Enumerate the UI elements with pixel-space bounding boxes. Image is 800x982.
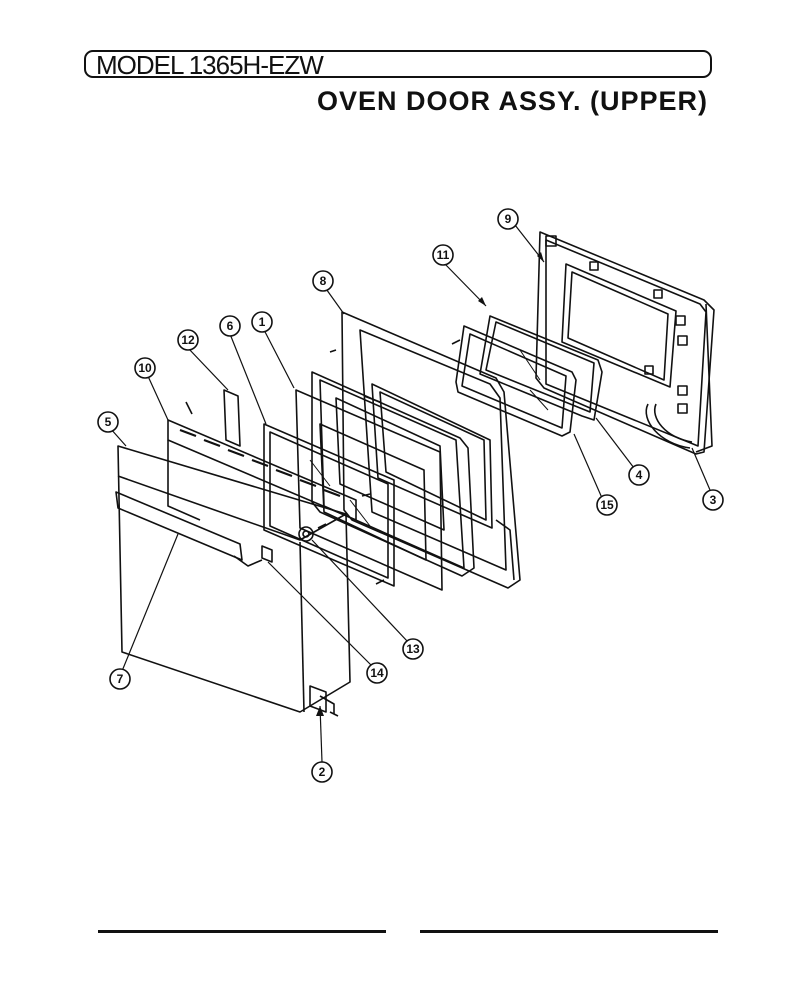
callout-7-circle	[109, 668, 131, 690]
part-hardware	[261, 339, 461, 585]
part-inner-panel	[341, 311, 521, 589]
callout-4-circle	[628, 464, 650, 486]
callout-5-circle	[97, 411, 119, 433]
callout-8: 8	[320, 274, 327, 288]
footer-rule-left	[98, 930, 386, 933]
part-hinge-receiver	[309, 685, 339, 717]
callout-9: 9	[505, 212, 512, 226]
leader-arrowheads	[316, 252, 544, 716]
callout-6-circle	[219, 315, 241, 337]
callout-9-circle	[497, 208, 519, 230]
callout-1-circle	[251, 311, 273, 333]
callout-2-circle	[311, 761, 333, 783]
callout-14: 14	[370, 666, 384, 680]
model-frame	[84, 50, 712, 78]
callout-3: 3	[710, 493, 717, 507]
callout-10-circle	[134, 357, 156, 379]
callout-8-circle	[312, 270, 334, 292]
diagram-title: OVEN DOOR ASSY. (UPPER)	[316, 86, 708, 116]
callout-12: 12	[181, 333, 195, 347]
part-vent-panel	[167, 419, 357, 521]
callout-15-circle	[596, 494, 618, 516]
part-middle-panel	[295, 389, 443, 591]
part-outer-glass	[263, 423, 395, 587]
callout-1: 1	[259, 315, 266, 329]
callout-13-circle	[402, 638, 424, 660]
part-window-gasket	[479, 315, 603, 421]
callout-10: 10	[138, 361, 152, 375]
callout-4: 4	[636, 468, 643, 482]
callout-7: 7	[117, 672, 124, 686]
callout-12-circle	[177, 329, 199, 351]
model-label: MODEL 1365H-EZW	[96, 50, 324, 80]
part-inner-glass	[455, 325, 577, 437]
part-outer-door-panel	[117, 445, 351, 713]
callout-11: 11	[437, 248, 450, 262]
callout-2: 2	[319, 765, 326, 779]
callout-circles	[97, 208, 724, 783]
part-door-liner	[535, 231, 715, 455]
callout-13: 13	[406, 642, 420, 656]
callout-6: 6	[227, 319, 234, 333]
callout-5: 5	[105, 415, 112, 429]
footer-rule-right	[420, 930, 718, 933]
callout-3-circle	[702, 489, 724, 511]
callout-15: 15	[600, 498, 614, 512]
leader-lines	[109, 224, 711, 763]
part-bracket	[185, 389, 241, 447]
callout-labels: 9 11 8 12 6 1 10 5 7 13 14 2 15 4 3	[105, 212, 717, 779]
part-door-gasket	[645, 303, 713, 453]
callout-14-circle	[366, 662, 388, 684]
part-handle	[115, 491, 263, 567]
callout-11-circle	[432, 244, 454, 266]
